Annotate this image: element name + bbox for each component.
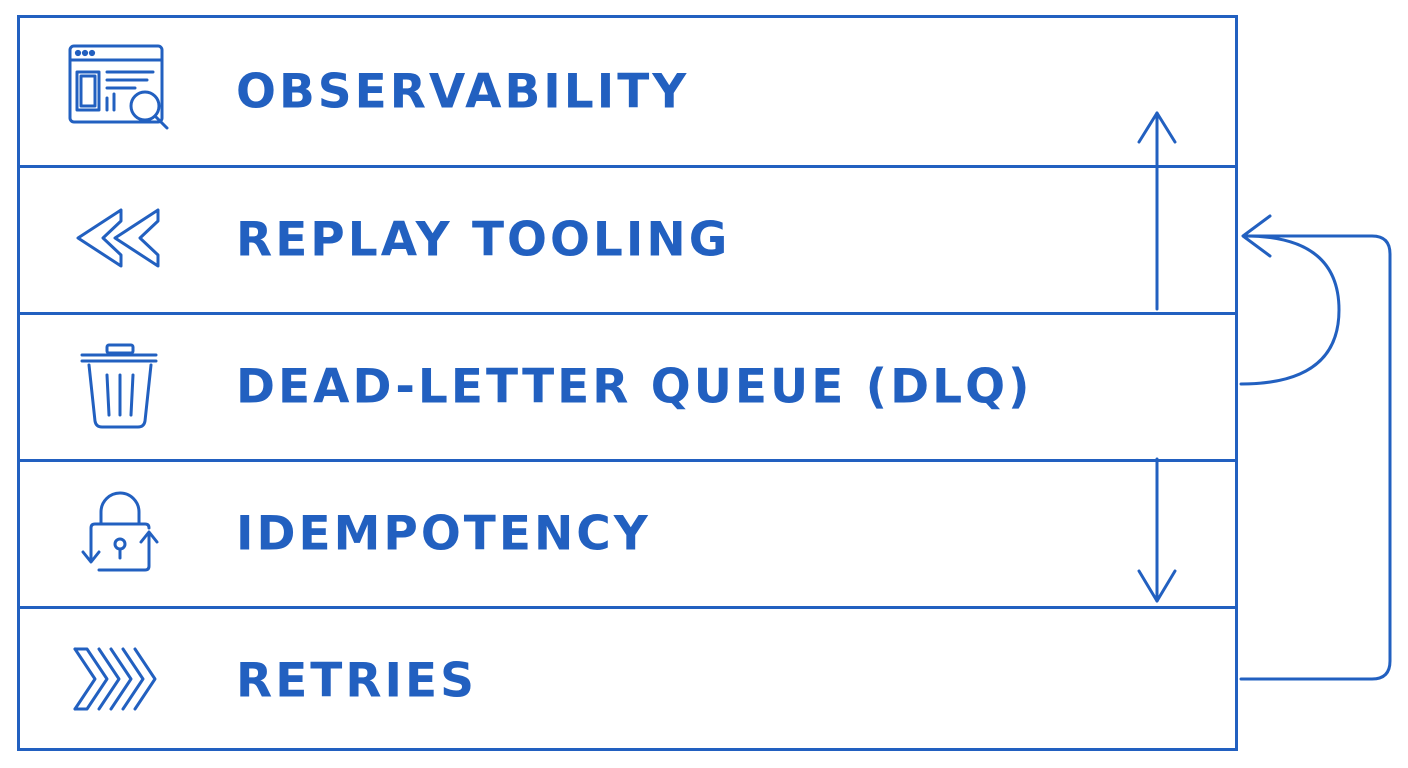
layer-dead-letter-queue: DEAD-LETTER QUEUE (DLQ) xyxy=(20,312,1235,459)
loop-arrow-dlq-to-replay xyxy=(1239,234,1341,386)
layer-idempotency: IDEMPOTENCY xyxy=(20,459,1235,606)
browser-search-icon xyxy=(65,42,175,142)
layer-label: OBSERVABILITY xyxy=(236,64,690,119)
layer-replay-tooling: REPLAY TOOLING xyxy=(20,165,1235,312)
loop-arrow-retries-to-replay xyxy=(1239,214,1392,681)
layer-stack: OBSERVABILITY REPLAY TOOLING DEAD-LETTER… xyxy=(17,15,1238,751)
layer-label: IDEMPOTENCY xyxy=(236,506,651,562)
layer-label: REPLAY TOOLING xyxy=(236,212,731,268)
layer-observability: OBSERVABILITY xyxy=(20,18,1235,165)
layer-label: DEAD-LETTER QUEUE (DLQ) xyxy=(236,359,1033,415)
trash-icon xyxy=(65,337,175,437)
layer-retries: RETRIES xyxy=(20,606,1235,753)
rewind-icon xyxy=(65,190,175,290)
layer-label: RETRIES xyxy=(236,653,477,709)
padlock-cycle-icon xyxy=(65,484,175,584)
fast-forward-icon xyxy=(65,631,175,731)
